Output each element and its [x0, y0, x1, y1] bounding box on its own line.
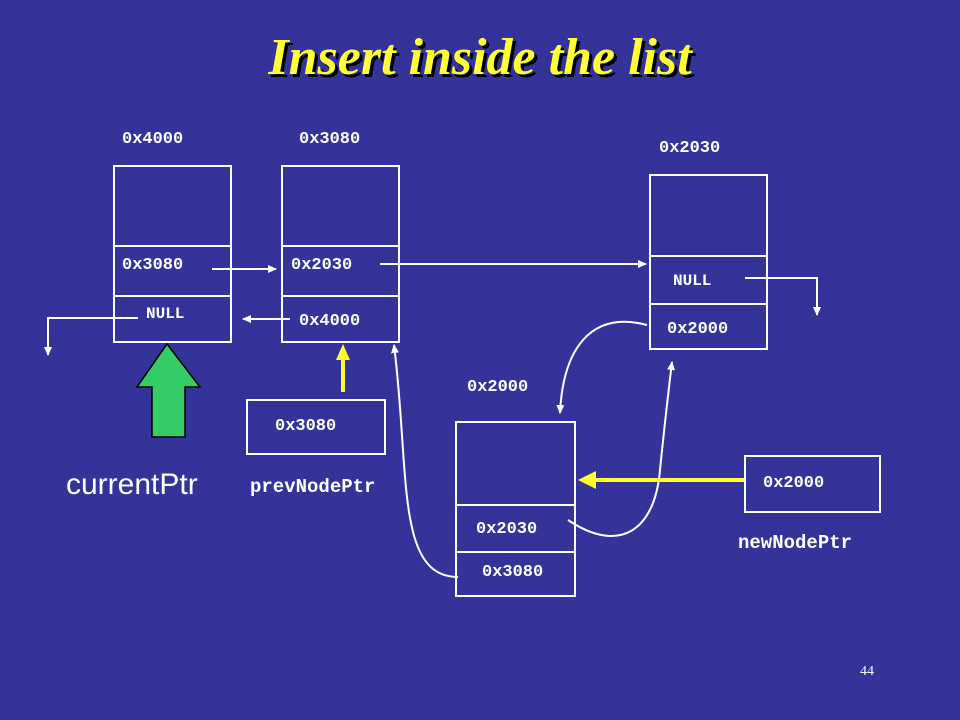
page-number: 44: [860, 664, 874, 679]
node-0x2030-next-value: NULL: [673, 272, 712, 290]
node-0x3080-next-value: 0x2030: [291, 256, 353, 275]
prev-node-ptr-value: 0x3080: [275, 417, 337, 436]
node-0x2000-address: 0x2000: [467, 378, 529, 397]
node-0x3080-prev-cell: [283, 295, 398, 341]
curve-2030-prev-to-2000: [556, 320, 648, 414]
up-arrow-icon: [135, 342, 202, 438]
prev-node-ptr-label: prevNodePtr: [250, 476, 376, 498]
null-arrow-right: [745, 277, 821, 316]
node-0x3080-next-cell: [283, 245, 398, 295]
curve-2000-next-to-2030: [567, 361, 676, 537]
node-0x2000-prev-value: 0x3080: [482, 563, 544, 582]
node-0x3080: [281, 165, 400, 343]
new-node-ptr-box: [744, 455, 881, 513]
node-0x3080-prev-value: 0x4000: [299, 312, 361, 331]
null-arrow-left: [44, 317, 138, 356]
slide-title: Insert inside the list: [268, 29, 692, 86]
new-node-ptr-value: 0x2000: [763, 474, 825, 493]
node-0x2000: [455, 421, 576, 597]
node-0x4000-address: 0x4000: [122, 130, 184, 149]
current-ptr-label: currentPtr: [66, 468, 198, 501]
node-0x2030-next-cell: [651, 255, 766, 303]
prev-node-ptr-box: [246, 399, 386, 455]
node-0x2030-prev-value: 0x2000: [667, 320, 729, 339]
node-0x2030: [649, 174, 768, 350]
new-node-ptr-label: newNodePtr: [738, 532, 853, 554]
node-0x3080-address: 0x3080: [299, 130, 361, 149]
node-0x4000-next-value: 0x3080: [122, 256, 184, 275]
node-0x2030-prev-cell: [651, 303, 766, 348]
node-0x4000-prev-value: NULL: [146, 305, 185, 323]
node-0x2030-address: 0x2030: [659, 139, 721, 158]
node-0x2000-next-value: 0x2030: [476, 520, 538, 539]
node-0x2000-prev-cell: [457, 551, 574, 595]
node-0x2000-next-cell: [457, 504, 574, 551]
node-0x4000-prev-cell: [115, 295, 230, 341]
new-node-ptr-arrow-head: [578, 471, 596, 489]
prev-node-ptr-arrow-head: [336, 344, 350, 360]
node-0x4000-next-cell: [115, 245, 230, 295]
node-0x4000: [113, 165, 232, 343]
curve-2000-prev-to-3080: [391, 344, 459, 578]
